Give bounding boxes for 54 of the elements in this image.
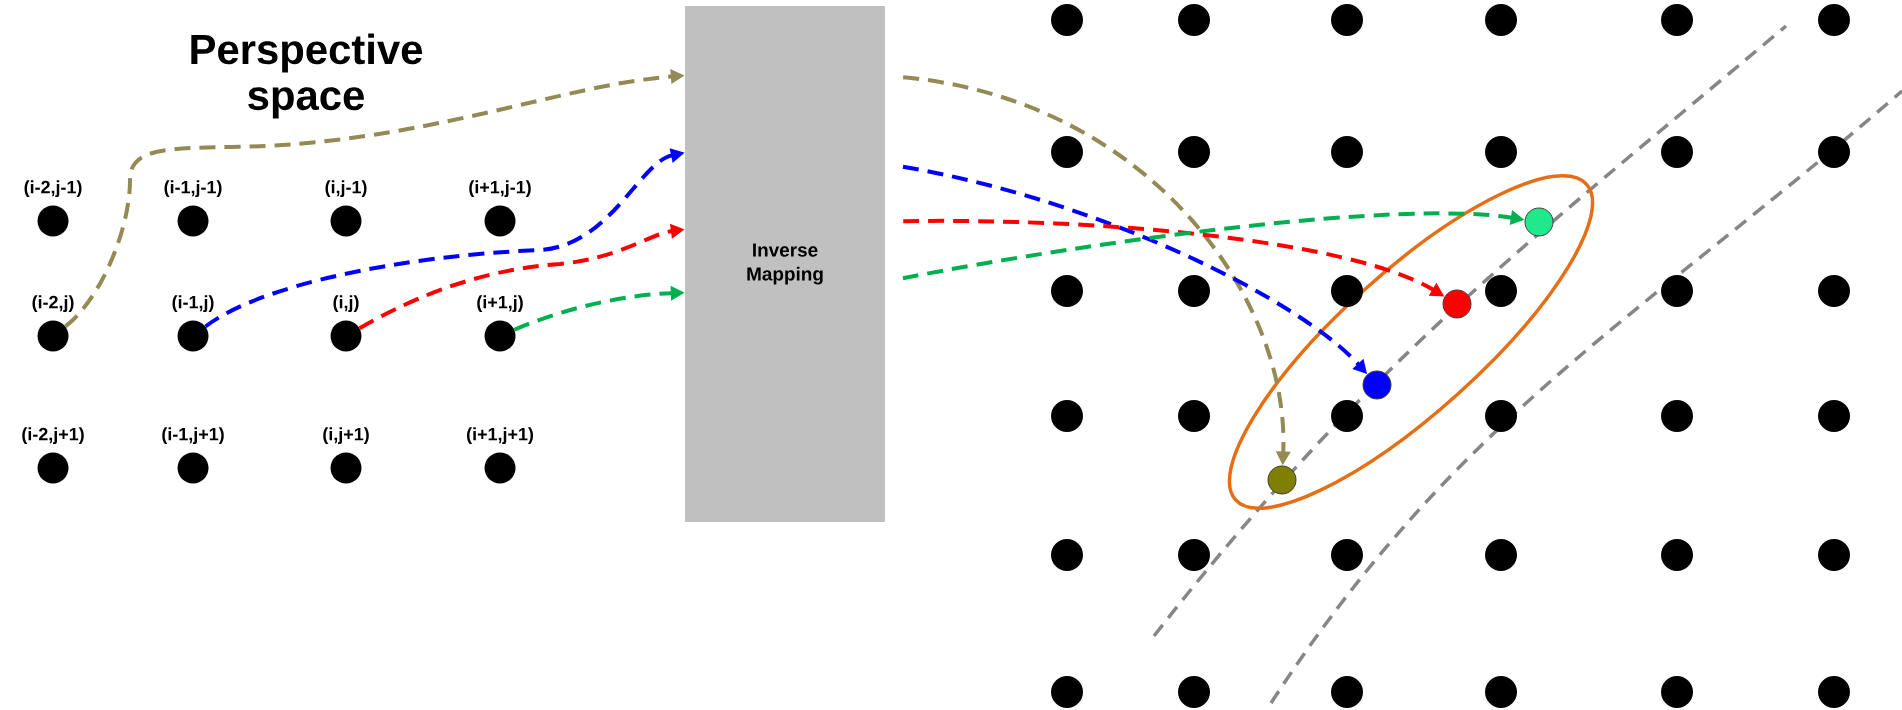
dot [1051,676,1083,708]
dot [1051,4,1083,36]
dot [1818,275,1850,307]
node-label: (i+1,j) [477,295,523,313]
node-label: (i,j-1) [325,180,367,198]
dot [1661,539,1693,571]
dot [1051,136,1083,168]
dot [1818,400,1850,432]
dot [1178,275,1210,307]
dot [1331,275,1363,307]
dot [1331,539,1363,571]
dot [1331,4,1363,36]
node-label: (i-2,j) [32,295,74,313]
node-label: (i-1,j-1) [164,180,222,198]
title: Perspective space [191,33,423,119]
node-label: (i+1,j-1) [469,180,531,198]
dot [1485,275,1517,307]
dot [1661,4,1693,36]
highlighted-dot [1442,289,1472,319]
dot [1485,676,1517,708]
node-label: (i,j+1) [323,427,369,445]
dot [1818,136,1850,168]
dot [1051,539,1083,571]
dot [1661,400,1693,432]
dot [1661,676,1693,708]
dot [1818,4,1850,36]
dot [1485,539,1517,571]
node-label: (i-2,j+1) [22,427,84,445]
dot [1485,400,1517,432]
dot [1818,676,1850,708]
dot [1051,275,1083,307]
dot [1178,539,1210,571]
highlighted-dot [1524,207,1554,237]
node-label: (i-1,j+1) [162,427,224,445]
node-label: (i+1,j+1) [467,427,534,445]
dot [1331,136,1363,168]
dot [1661,275,1693,307]
dot [1178,676,1210,708]
dot [1485,4,1517,36]
mapping-box: Inverse Mapping [685,6,885,522]
dot [1331,400,1363,432]
dot [1485,136,1517,168]
dot [1331,676,1363,708]
dot [1818,539,1850,571]
node-label: (i-2,j-1) [24,180,82,198]
highlighted-dot [1267,465,1297,495]
highlighted-dot [1362,370,1392,400]
dot [1178,400,1210,432]
node-label: (i-1,j) [172,295,214,313]
dot [1661,136,1693,168]
node-label: (i,j) [333,295,359,313]
dot [1051,400,1083,432]
dot [1178,4,1210,36]
dot [1178,136,1210,168]
